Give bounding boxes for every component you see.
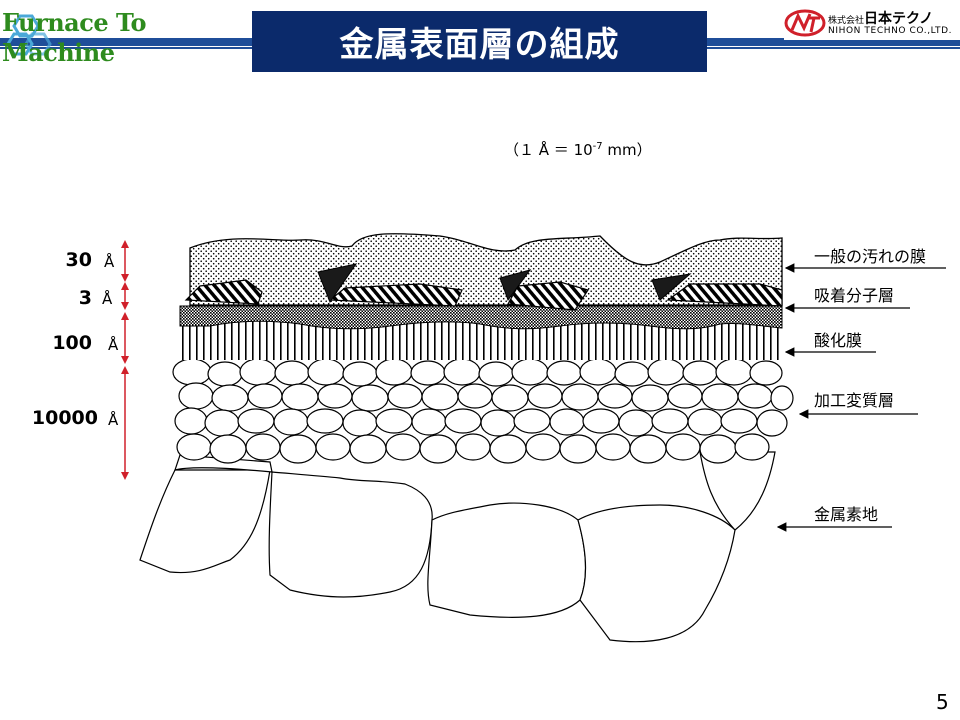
- brand-logo: Furnace To Machine: [0, 8, 150, 68]
- adsorbed-molecular-layer: [179, 305, 783, 330]
- company-name-en: NIHON TECHNO CO.,LTD.: [828, 26, 953, 36]
- hatched-particles: [184, 279, 783, 311]
- company-logo: 株式会社日本テクノ NIHON TECHNO CO.,LTD.: [784, 8, 960, 40]
- layer-label-adsorbed: 吸着分子層: [814, 286, 894, 305]
- hexagon-logo-icon: [6, 14, 52, 56]
- nt-logo-icon: [784, 9, 826, 37]
- thickness-label-adsorbed: 3: [79, 287, 92, 309]
- unit-note-exponent: -7: [593, 141, 603, 152]
- angstrom-unit-1: Å: [104, 252, 115, 271]
- layer-label-worked: 加工変質層: [814, 391, 894, 410]
- thickness-label-oxide: 100: [52, 332, 92, 354]
- slide-title: 金属表面層の組成: [252, 11, 707, 72]
- unit-note-text: （１ Å ＝ 10: [504, 140, 593, 159]
- base-metal-grains: [139, 451, 776, 643]
- thickness-arrows: [121, 240, 129, 480]
- triangular-particles: [317, 263, 692, 304]
- thickness-label-worked: 10000: [32, 407, 98, 429]
- work-affected-layer: [172, 358, 794, 464]
- page-number: 5: [936, 690, 949, 714]
- company-name-jp: 株式会社日本テクノ: [828, 8, 933, 28]
- brand-name-line2: Machine: [2, 38, 115, 67]
- company-prefix: 株式会社: [828, 16, 865, 26]
- layer-label-contamination: 一般の汚れの膜: [814, 247, 926, 266]
- leader-arrows: [776, 263, 946, 532]
- company-name: 日本テクノ: [864, 11, 934, 27]
- angstrom-unit-4: Å: [108, 410, 119, 429]
- unit-note-mm: mm）: [603, 141, 652, 159]
- layer-label-base-metal: 金属素地: [814, 505, 878, 524]
- thickness-label-contamination: 30: [66, 249, 92, 271]
- unit-note: （１ Å ＝ 10-7 mm）: [504, 140, 652, 159]
- brand-name-line1: Furnace To: [2, 8, 147, 37]
- angstrom-unit-3: Å: [108, 335, 119, 354]
- layer-label-oxide: 酸化膜: [814, 331, 862, 350]
- angstrom-unit-2: Å: [102, 289, 113, 308]
